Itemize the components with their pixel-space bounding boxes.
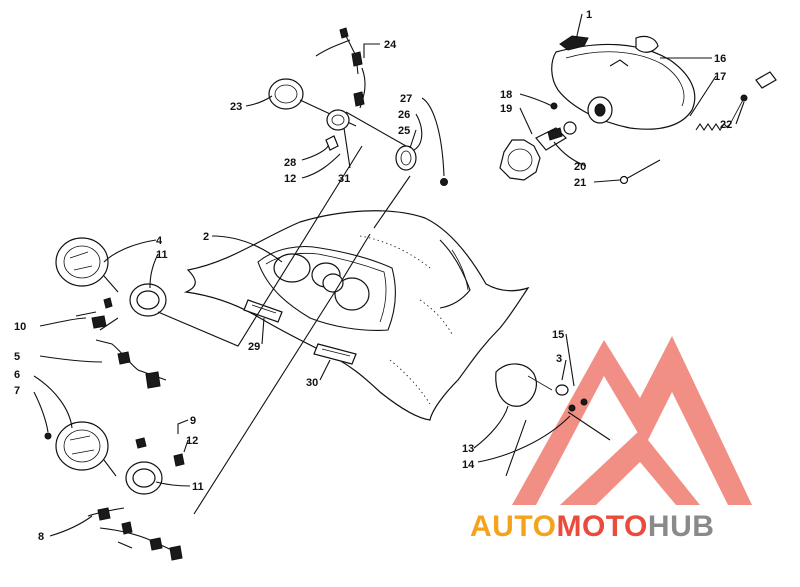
harness-left-upper	[75, 297, 167, 389]
callout-7: 7	[14, 385, 20, 397]
callout-27: 27	[400, 93, 412, 105]
watermark-mountain-icon	[512, 336, 752, 505]
callout-23: 23	[230, 101, 242, 113]
callout-12-lower: 12	[186, 435, 198, 447]
callout-1: 1	[586, 9, 592, 21]
watermark-text: AUTOMOTOHUB	[470, 510, 714, 543]
watermark-text-auto: AUTO	[470, 510, 556, 543]
callout-8: 8	[38, 531, 44, 543]
top-gauge-assembly	[268, 27, 448, 186]
callout-24: 24	[384, 39, 397, 51]
leader-lines	[33, 13, 745, 537]
callout-31: 31	[338, 173, 350, 185]
harness-8	[87, 507, 183, 561]
callout-2: 2	[203, 231, 209, 243]
watermark-text-moto: MOTO	[556, 510, 647, 543]
watermark-triangle-icon	[560, 430, 700, 505]
callout-22: 22	[720, 119, 732, 131]
callout-29: 29	[248, 341, 260, 353]
decal-30	[313, 343, 357, 365]
callout-17: 17	[714, 71, 726, 83]
callout-14: 14	[462, 459, 475, 471]
callout-19: 19	[500, 103, 512, 115]
callout-10: 10	[14, 321, 26, 333]
callout-20: 20	[574, 161, 586, 173]
callout-11-upper: 11	[156, 249, 168, 261]
callout-3: 3	[556, 353, 562, 365]
callout-6: 6	[14, 369, 20, 381]
right-gauge	[495, 363, 611, 441]
hood-cowl	[183, 210, 530, 421]
left-upper-gauge	[55, 237, 167, 317]
left-lower-gauge	[44, 421, 185, 495]
decal-29	[243, 299, 283, 323]
callout-13: 13	[462, 443, 474, 455]
callout-26: 26	[398, 109, 410, 121]
watermark-wordmark: AUTOMOTOHUB	[470, 510, 714, 543]
callout-5: 5	[14, 351, 20, 363]
watermark-text-hub: HUB	[648, 510, 715, 543]
headlight-assembly	[499, 35, 777, 185]
callout-18: 18	[500, 89, 512, 101]
callout-25: 25	[398, 125, 410, 137]
callout-4: 4	[156, 235, 163, 247]
callout-11-lower: 11	[192, 481, 204, 493]
callout-12-upper: 12	[284, 173, 296, 185]
callout-28: 28	[284, 157, 296, 169]
callout-15: 15	[552, 329, 564, 341]
watermark-logo	[512, 336, 752, 505]
callout-21: 21	[574, 177, 586, 189]
callout-30: 30	[306, 377, 318, 389]
callout-16: 16	[714, 53, 726, 65]
callout-labels: 1 2 3 4 5 6 7 8 9 10 11 11 12 12 13 14 1…	[14, 9, 732, 543]
callout-9: 9	[190, 415, 196, 427]
